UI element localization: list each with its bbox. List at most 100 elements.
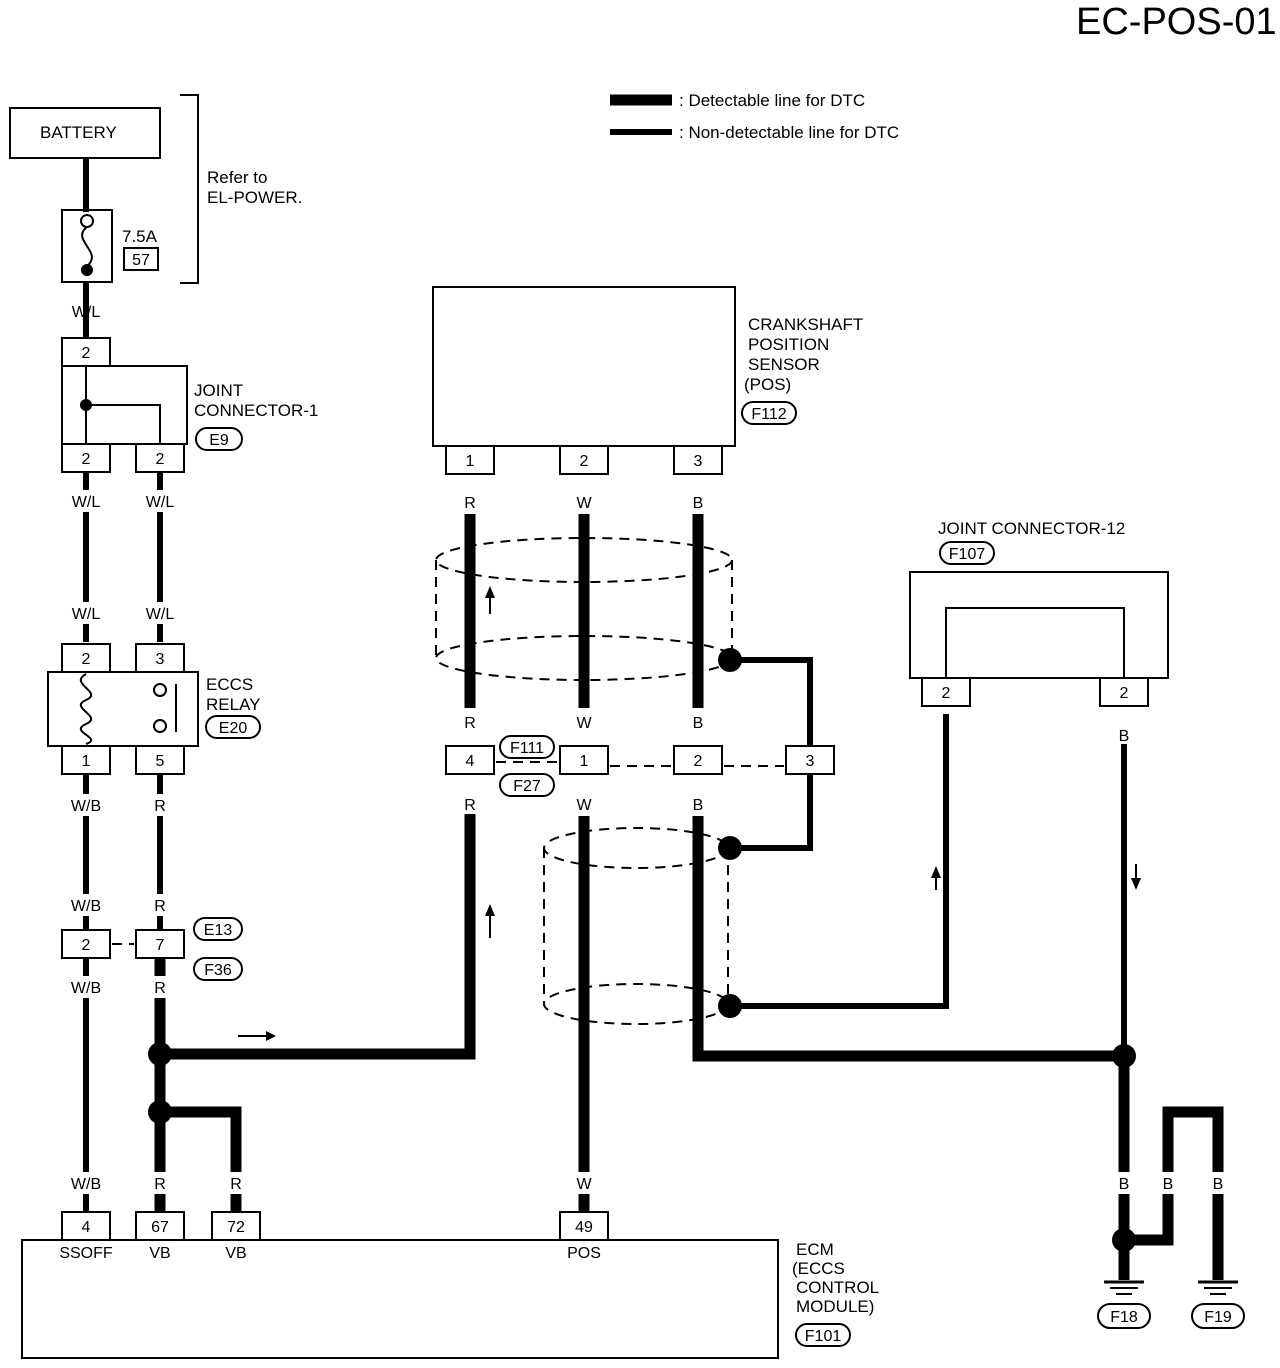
sensor-code-tag xyxy=(741,401,797,425)
wire-label-b-6: B xyxy=(1163,1176,1174,1193)
jc1-name-1: JOINT xyxy=(194,381,243,400)
wl-label-bg-1 xyxy=(64,490,108,512)
f111-code: F111 xyxy=(510,740,544,757)
fuse-number-box xyxy=(123,247,159,271)
ecm-pin67: 67 xyxy=(151,1219,169,1236)
relay-bottom-left-pin: 1 xyxy=(82,753,91,770)
wire-label-wl-1: W/L xyxy=(72,304,101,321)
pos-pin1-connector xyxy=(445,445,495,475)
relay-top-right-pin: 3 xyxy=(156,651,165,668)
flow-arrow-right-icon xyxy=(266,1031,276,1041)
ecm-pin4: 4 xyxy=(82,1219,91,1236)
w-label-bg-4 xyxy=(572,1172,596,1194)
wire-label-r-1: R xyxy=(154,798,166,815)
relay-bottom-left-connector xyxy=(61,745,111,775)
ecm-box xyxy=(21,1239,779,1359)
jc1-bottom-right-pin: 2 xyxy=(156,451,165,468)
f27-code: F27 xyxy=(513,778,541,795)
f111-pin3-drain-wire xyxy=(730,774,813,851)
ecm-terminal-vb-67: VB xyxy=(149,1245,170,1262)
f18-code: F18 xyxy=(1110,1309,1138,1326)
relay-top-right-connector xyxy=(135,643,185,673)
wl-label-bg-4 xyxy=(138,602,182,624)
wire-label-wl-5: W/L xyxy=(146,606,175,623)
ecm-terminal-ssoff: SSOFF xyxy=(59,1245,113,1262)
f36-code: F36 xyxy=(204,962,232,979)
ecm-code: F101 xyxy=(805,1328,842,1345)
flow-arrow-down-icon xyxy=(1131,878,1141,890)
sensor-name-4: (POS) xyxy=(744,375,791,394)
b-wire-ground-f19 xyxy=(1124,1106,1224,1280)
e13-left-pin: 2 xyxy=(82,937,91,954)
jc12-right-connector xyxy=(1099,677,1149,707)
ecm-name-3: CONTROL xyxy=(796,1278,879,1297)
ecm-pin72: 72 xyxy=(227,1219,245,1236)
b-label-bg-5 xyxy=(1112,1172,1136,1194)
wire-label-b-4: B xyxy=(1119,728,1130,745)
r-label-bg-5 xyxy=(224,1172,248,1194)
wire-label-r-2: R xyxy=(154,898,166,915)
r-label-bg-2 xyxy=(148,894,172,916)
e13-code: E13 xyxy=(204,922,233,939)
wb-label-bg-1 xyxy=(64,794,108,816)
jc1-top-pin: 2 xyxy=(82,345,91,362)
jc12-internal-link xyxy=(945,607,1125,678)
fuse-terminal-bottom xyxy=(81,264,93,276)
wb-label-bg-2 xyxy=(64,894,108,916)
relay-name-1: ECCS xyxy=(206,675,253,694)
wire-label-wb-4: W/B xyxy=(71,1176,101,1193)
jc12-left-pin: 2 xyxy=(942,685,951,702)
b-label-bg-7 xyxy=(1206,1172,1230,1194)
fuse-rating: 7.5A xyxy=(122,227,158,246)
lower-shield-drain-splice-top xyxy=(718,836,742,860)
wire-label-wl-2: W/L xyxy=(72,494,101,511)
ecm-name-4: MODULE) xyxy=(796,1297,874,1316)
wire-label-w-3: W xyxy=(576,797,592,814)
ground-splice-lower xyxy=(1112,1228,1136,1252)
jc1-name-2: CONNECTOR-1 xyxy=(194,401,318,420)
wire-label-wl-4: W/L xyxy=(72,606,101,623)
r-wire-to-sensor xyxy=(160,814,476,1060)
f36-code-tag xyxy=(193,957,243,981)
jc12-box xyxy=(909,571,1169,679)
ecm-terminal-vb-72: VB xyxy=(225,1245,246,1262)
wire-label-w-1: W xyxy=(576,495,592,512)
f18-code-tag xyxy=(1097,1303,1151,1329)
e13-code-tag xyxy=(193,917,243,941)
jc1-code-tag xyxy=(195,427,243,451)
f111-pin2-connector xyxy=(673,745,723,775)
flow-arrow-up-2-icon xyxy=(485,586,495,598)
f111-pin4: 4 xyxy=(466,753,475,770)
wire-label-b-1: B xyxy=(693,495,704,512)
relay-contact-top xyxy=(153,683,167,697)
f111-code-tag xyxy=(499,735,555,759)
jc1-bottom-left-pin: 2 xyxy=(82,451,91,468)
upper-shield-drain-wire xyxy=(730,657,813,758)
refer-label-2: EL-POWER. xyxy=(207,188,302,207)
f111-pin1-connector xyxy=(559,745,609,775)
f111-pin3: 3 xyxy=(806,753,815,770)
wire-label-wb-1: W/B xyxy=(71,798,101,815)
wire-label-r-8: R xyxy=(464,797,476,814)
wire-label-b-2: B xyxy=(693,715,704,732)
relay-contact-bottom xyxy=(153,719,167,733)
relay-code-tag xyxy=(205,715,261,739)
jc1-top-connector xyxy=(61,337,111,367)
ecm-pin67-connector xyxy=(135,1211,185,1241)
fuse-terminal-top xyxy=(80,214,94,228)
pos-pin2-connector xyxy=(559,445,609,475)
jc12-code: F107 xyxy=(949,546,986,563)
relay-box xyxy=(47,671,199,747)
jc1-splice xyxy=(80,399,92,411)
r-label-bg-3 xyxy=(148,976,172,998)
sensor-name-3: SENSOR xyxy=(748,355,820,374)
f111-pin4-connector xyxy=(445,745,495,775)
lower-shield-to-jc12-wire xyxy=(730,714,949,1009)
refer-bracket xyxy=(180,94,199,284)
b-label-bg-6 xyxy=(1156,1172,1180,1194)
ecm-pin49: 49 xyxy=(575,1219,593,1236)
refer-label-1: Refer to xyxy=(207,168,267,187)
jc12-right-pin: 2 xyxy=(1120,685,1129,702)
flow-arrow-up-1-icon xyxy=(485,904,495,916)
